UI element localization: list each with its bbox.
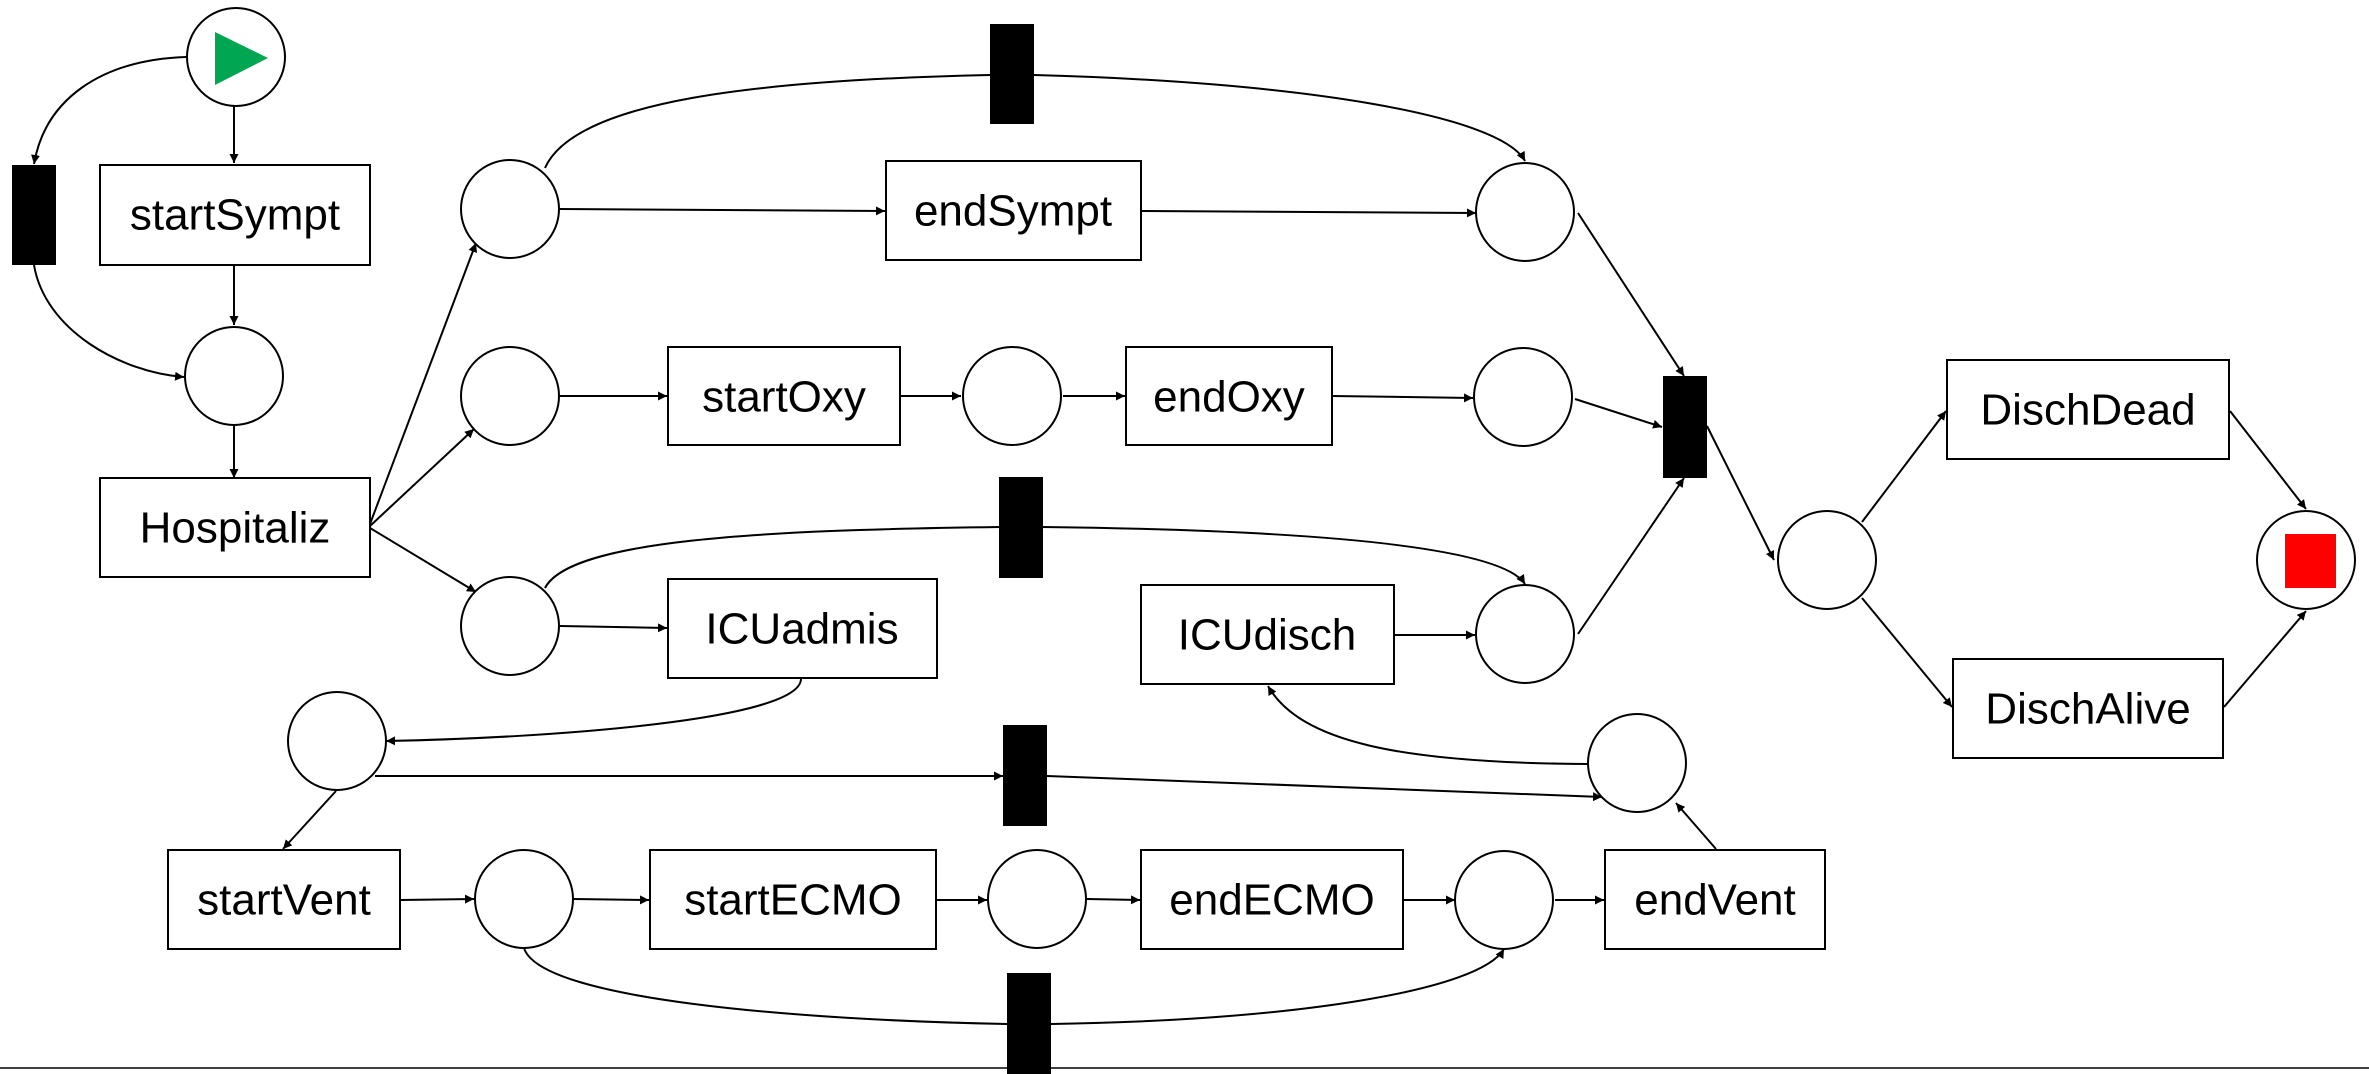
transition-startsympt[interactable]: startSympt — [99, 164, 371, 266]
arc-p-icu-end-to-join — [1577, 477, 1685, 635]
arc-start-to-silent-a — [31, 56, 187, 165]
arc-hospitaliz-to-p-sympt — [369, 242, 478, 525]
transition-endecmo[interactable]: endECMO — [1140, 849, 1404, 950]
place-disch[interactable] — [1777, 510, 1877, 610]
place-ecmo[interactable] — [474, 849, 574, 949]
place-vent[interactable] — [287, 691, 387, 791]
arc-hospitaliz-to-p-oxy — [369, 428, 475, 527]
place-ecmo-end[interactable] — [1454, 850, 1554, 950]
arc-dischdead-to-end — [2229, 410, 2307, 510]
arc-p-disch-to-dischalive — [1861, 597, 1953, 708]
transition-hospitaliz[interactable]: Hospitaliz — [99, 477, 371, 578]
arc-p-ecmo-to-skip-ecmo — [523, 947, 1008, 1025]
place-icu[interactable] — [460, 576, 560, 676]
transition-icudisch-label: ICUdisch — [1178, 611, 1357, 660]
arc-endvent-to-p-vent-end — [1675, 802, 1717, 850]
silent-transition-skip-ecmo[interactable] — [1007, 973, 1051, 1074]
place-ecmo-mid[interactable] — [987, 849, 1087, 949]
place-sympt-end[interactable] — [1475, 162, 1575, 262]
silent-transitions — [12, 24, 1707, 1074]
transition-startoxy-label: startOxy — [702, 373, 866, 422]
arc-p-disch-to-dischdead — [1861, 410, 1947, 523]
transition-icudisch[interactable]: ICUdisch — [1140, 584, 1395, 685]
arc-silent-a-to-p1 — [33, 264, 185, 381]
place-oxy[interactable] — [460, 346, 560, 446]
play-triangle-icon — [215, 32, 268, 85]
silent-transition-skip-vent[interactable] — [1003, 725, 1047, 826]
transition-endsympt-label: endSympt — [914, 187, 1112, 236]
transition-dischalive-label: DischAlive — [1985, 685, 2190, 734]
transition-dischalive[interactable]: DischAlive — [1952, 658, 2224, 759]
arc-icuadmis-to-p-vent — [385, 678, 802, 746]
transition-endvent[interactable]: endVent — [1604, 849, 1826, 950]
arc-p-vent-end-to-icudisch — [1267, 685, 1589, 765]
arc-p-ecmo-mid-to-endecmo — [1086, 895, 1141, 905]
arc-hospitaliz-to-p-icu — [369, 527, 477, 593]
silent-transition-join[interactable] — [1663, 376, 1707, 478]
transition-dischdead[interactable]: DischDead — [1946, 359, 2230, 460]
labeled-transitions: startSympt Hospitaliz endSympt startOxy … — [99, 160, 2230, 950]
silent-transition-skip-sympt-start[interactable] — [12, 165, 56, 265]
silent-transition-skip-sympt[interactable] — [990, 24, 1034, 124]
arc-p-sympt-to-endsympt — [559, 206, 886, 216]
silent-transition-skip-icu[interactable] — [999, 477, 1043, 578]
transition-hospitaliz-label: Hospitaliz — [140, 504, 331, 553]
place-icu-end[interactable] — [1475, 584, 1575, 684]
transition-startoxy[interactable]: startOxy — [667, 346, 901, 446]
arc-dischalive-to-end — [2223, 610, 2307, 708]
transition-startvent-label: startVent — [197, 876, 371, 925]
transition-endoxy[interactable]: endOxy — [1125, 346, 1333, 446]
arc-p-icu-to-skip-icu — [544, 526, 1001, 589]
stop-square-icon — [2285, 534, 2336, 588]
arc-p-oxy-end-to-join — [1574, 398, 1663, 429]
arc-skip-ecmo-to-p-ecmo-end — [1050, 948, 1505, 1025]
arc-skip-sympt-to-p-sympt-end — [1033, 74, 1526, 162]
arc-p-icu-to-icuadmis — [559, 623, 668, 633]
place-oxy-end[interactable] — [1473, 347, 1573, 447]
arc-skip-vent-to-p-vent-end — [1046, 775, 1603, 802]
transition-icuadmis[interactable]: ICUadmis — [667, 578, 938, 679]
place-sympt[interactable] — [460, 159, 560, 259]
transition-endecmo-label: endECMO — [1169, 876, 1374, 925]
place-oxy-mid[interactable] — [962, 346, 1062, 446]
arc-p-sympt-end-to-join — [1577, 212, 1685, 377]
transition-startvent[interactable]: startVent — [167, 849, 401, 950]
arc-p-vent-to-startvent — [282, 790, 337, 850]
place-vent-end[interactable] — [1587, 713, 1687, 813]
arc-p-ecmo-to-startecmo — [573, 895, 650, 905]
arc-endoxy-to-p-oxy-end — [1331, 393, 1474, 403]
place-after-start[interactable] — [184, 326, 284, 426]
transition-icuadmis-label: ICUadmis — [705, 605, 898, 654]
transition-startsympt-label: startSympt — [130, 191, 340, 240]
arcs — [31, 56, 2307, 1025]
transition-dischdead-label: DischDead — [1980, 386, 2195, 435]
arc-startvent-to-p-ecmo — [400, 894, 475, 904]
transition-endsympt[interactable]: endSympt — [885, 160, 1142, 261]
arc-p-sympt-to-skip-sympt — [544, 74, 991, 169]
places — [184, 7, 2356, 950]
transition-startecmo-label: startECMO — [684, 876, 902, 925]
transition-endoxy-label: endOxy — [1153, 373, 1305, 422]
arc-join-to-p-disch — [1706, 425, 1775, 561]
arc-endsympt-to-p-sympt-end — [1141, 208, 1477, 218]
transition-endvent-label: endVent — [1634, 876, 1796, 925]
transition-startecmo[interactable]: startECMO — [649, 849, 937, 950]
arc-skip-icu-to-p-icu-end — [1041, 526, 1526, 585]
